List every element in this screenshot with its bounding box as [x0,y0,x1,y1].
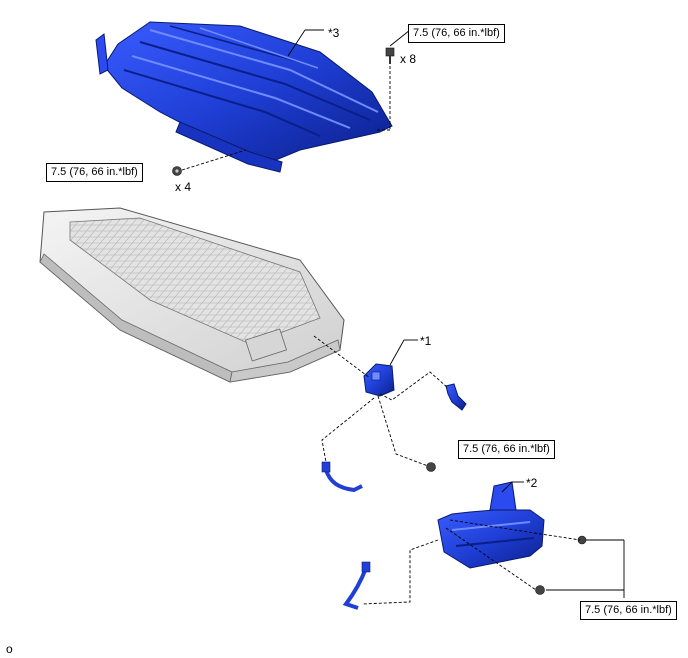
bolt-icon [535,585,545,595]
quantity-left-nuts: x 4 [175,180,192,194]
callout-part-1: *1 [420,334,432,348]
torque-spec-cover-left: 7.5 (76, 66 in.*lbf) [46,163,143,182]
wire-harness-lower [342,561,371,610]
callout-part-3: *3 [328,26,340,40]
nut-icon [172,166,182,176]
clamp-part [445,383,467,411]
leader-lines [287,29,625,598]
bolt-icon [426,462,436,472]
torque-spec-bracket-1: 7.5 (76, 66 in.*lbf) [458,440,555,459]
dashed-lines [181,66,581,605]
upper-cover-part [95,21,393,173]
wire-harness-left [321,461,363,493]
torque-spec-cover-top: 7.5 (76, 66 in.*lbf) [408,24,505,43]
torque-spec-bracket-2: 7.5 (76, 66 in.*lbf) [580,601,677,620]
quantity-top-bolts: x 8 [400,52,417,66]
illustration-code: o [6,642,13,656]
bracket-2-part [437,481,545,569]
bracket-1-part [363,363,395,397]
battery-assembly [39,207,345,383]
callout-part-2: *2 [526,476,538,490]
bolt-icon [385,47,395,64]
